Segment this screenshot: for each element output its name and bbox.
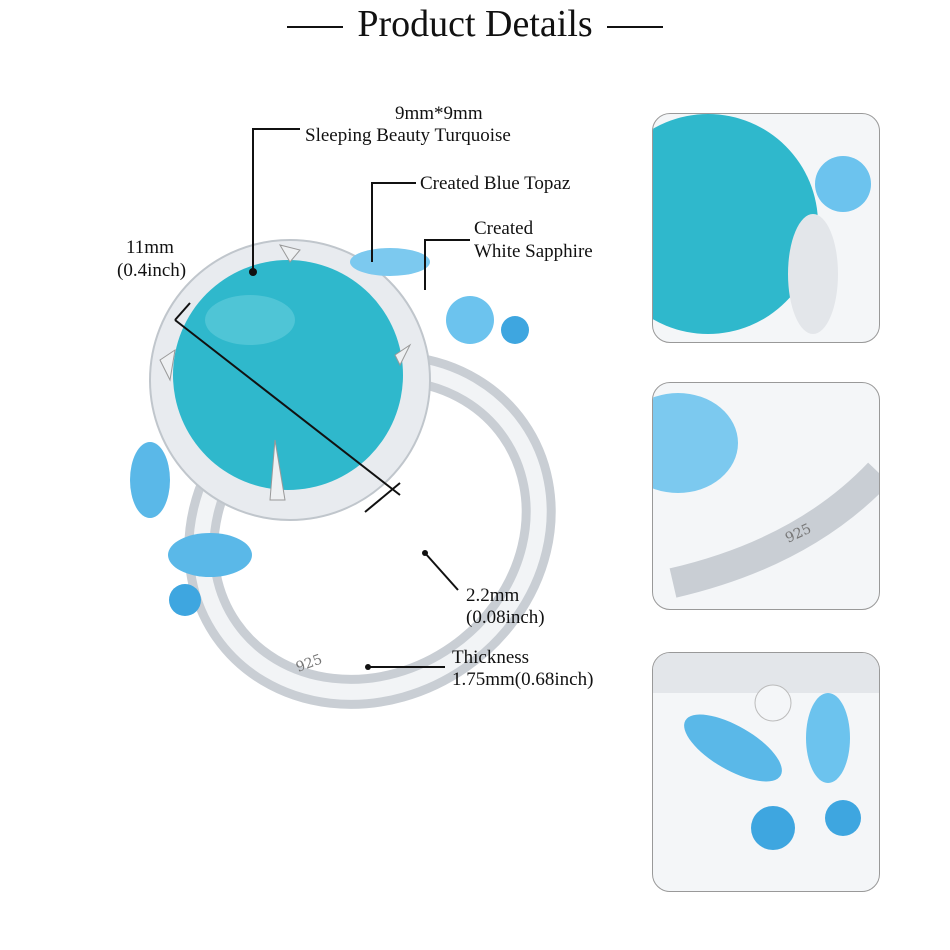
sapphire-label-1: Created xyxy=(474,218,534,239)
topaz-stone xyxy=(446,296,494,344)
thickness-label: Thickness xyxy=(452,647,530,668)
thickness-value-label: 1.75mm(0.68inch) xyxy=(452,669,594,690)
detail-photo-band: 925 xyxy=(652,382,880,610)
stone-size-label: 9mm*9mm xyxy=(395,103,483,124)
page-title: Product Details xyxy=(0,2,950,46)
detail-photo-turquoise xyxy=(652,113,880,343)
diameter-inch-label: (0.4inch) xyxy=(117,260,187,281)
title-dash-left xyxy=(287,26,344,29)
title-text: Product Details xyxy=(357,3,593,45)
turquoise-stone xyxy=(173,260,403,490)
topaz-stone xyxy=(130,442,170,518)
title-dash-right xyxy=(606,26,663,29)
band-width-label: 2.2mm xyxy=(466,585,520,606)
diameter-label: 11mm xyxy=(126,237,174,258)
sapphire-label-2: White Sapphire xyxy=(474,241,593,262)
detail-photo-side-stones xyxy=(652,652,880,892)
stone-name-label: Sleeping Beauty Turquoise xyxy=(305,125,511,146)
topaz-label: Created Blue Topaz xyxy=(420,173,571,194)
topaz-stone xyxy=(168,533,252,577)
topaz-stone xyxy=(169,584,201,616)
topaz-stone xyxy=(350,248,430,276)
band-width-inch-label: (0.08inch) xyxy=(466,607,545,628)
topaz-stone xyxy=(501,316,529,344)
